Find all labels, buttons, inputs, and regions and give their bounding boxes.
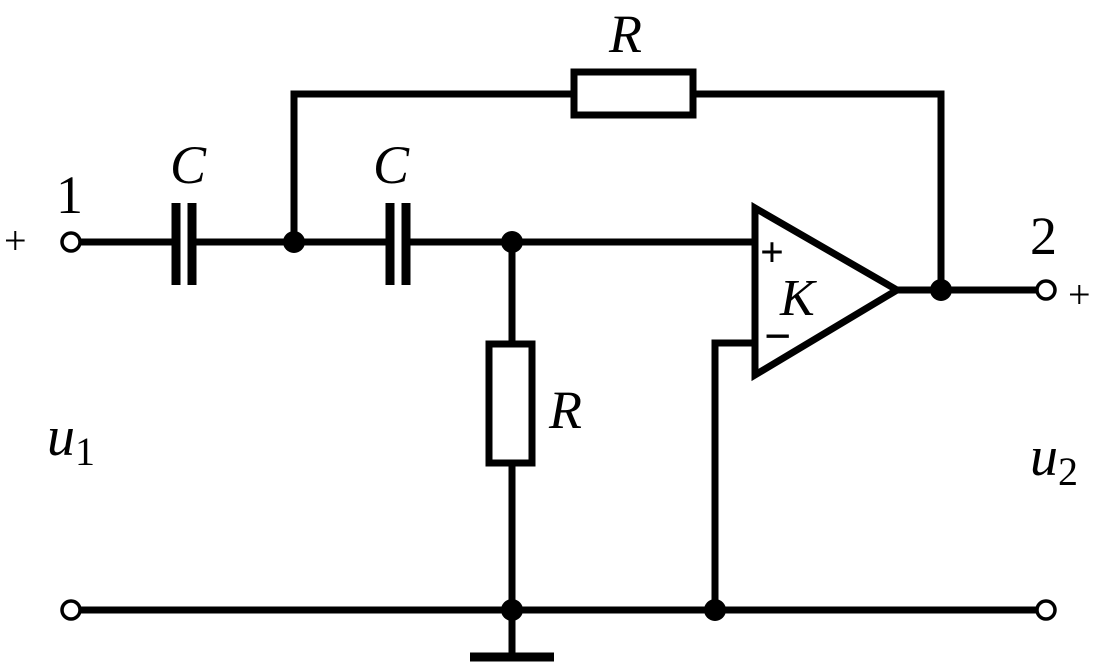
label-u2-subscript: 2 [1058,449,1078,494]
junction-node-a [283,231,305,253]
label-node-1: 1 [56,165,83,225]
wire-feedback-right [689,90,945,294]
terminal-output [1035,279,1057,301]
terminal-ground-left [60,599,82,621]
terminal-ground-right [1035,599,1057,621]
label-capacitor-left: C [170,135,207,195]
junction-ground-inverting [704,599,726,621]
label-input-plus: + [4,218,27,263]
label-resistor-shunt: R [548,380,582,440]
capacitor-right [385,203,411,285]
junction-node-b [501,231,523,253]
resistor-feedback [570,68,697,119]
terminal-input [60,231,82,253]
junction-output [930,279,952,301]
label-u1: u1 [47,406,95,474]
op-amp [751,201,904,382]
label-u1-subscript: 1 [75,429,95,474]
label-u2: u2 [1030,426,1078,494]
label-node-2: 2 [1030,206,1057,266]
label-output-plus: + [1068,272,1091,317]
label-capacitor-right: C [373,135,410,195]
wire-feedback-left [290,90,578,246]
wire-inverting-to-ground [711,339,759,614]
resistor-shunt [485,340,536,467]
capacitor-left [171,203,197,285]
junction-ground-shunt [501,599,523,621]
label-u2-variable: u [1030,426,1058,488]
label-amp-noninverting: + [760,230,784,276]
label-amp-inverting: − [764,310,791,363]
label-amp-gain: K [779,270,817,327]
label-u1-variable: u [47,406,75,468]
label-resistor-feedback: R [608,4,642,64]
